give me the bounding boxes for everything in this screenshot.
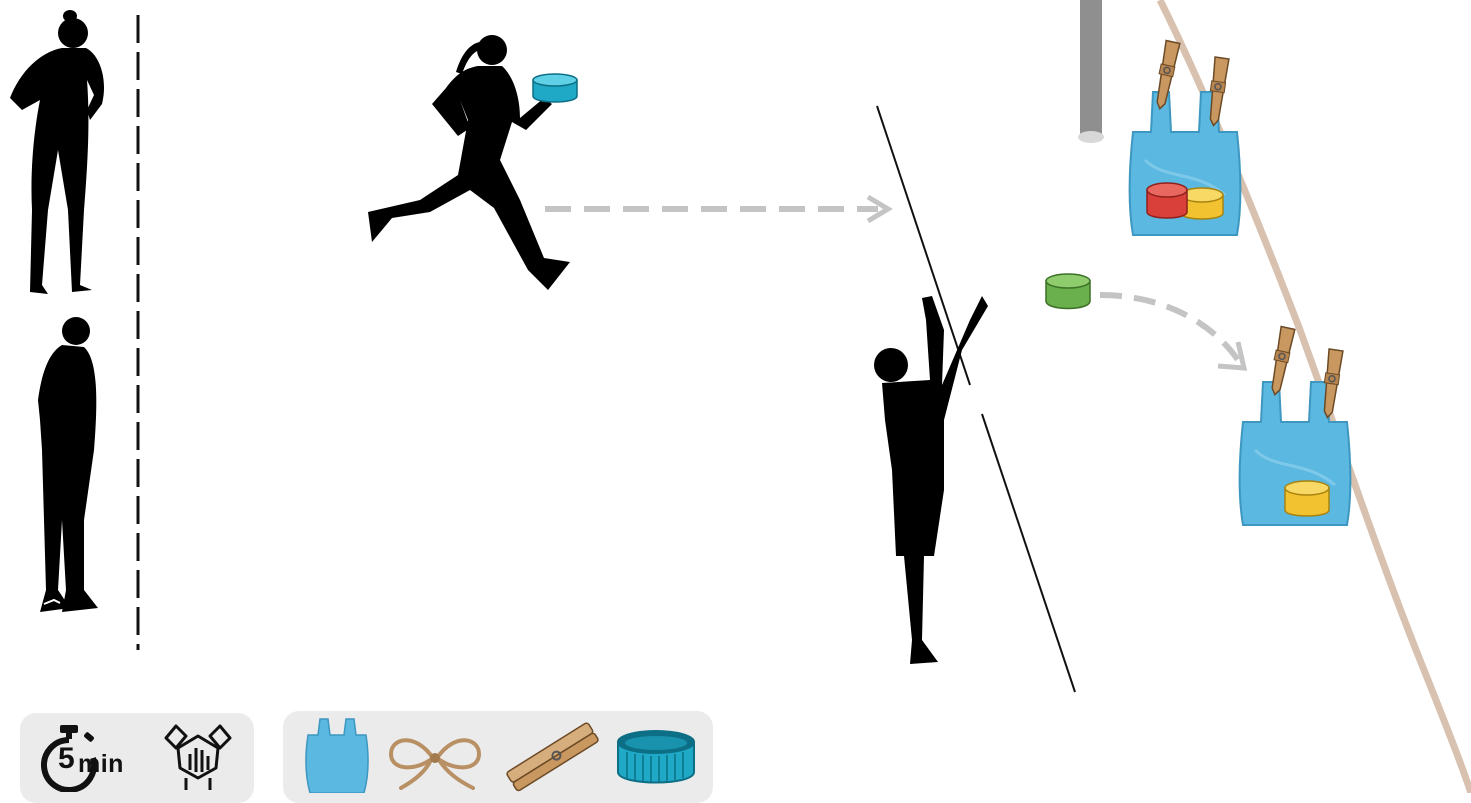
duration-unit: min <box>78 750 124 779</box>
hanging-bag-upper <box>1130 92 1241 235</box>
duration-value: 5 <box>58 742 75 776</box>
green-bottle-cap-thrown <box>1046 274 1090 309</box>
string-icon <box>385 722 485 792</box>
throw-line-lower <box>982 414 1075 692</box>
run-direction-arrow <box>545 197 888 221</box>
pole <box>1078 0 1104 143</box>
throw-line-upper <box>877 106 970 385</box>
running-woman-silhouette <box>368 35 570 290</box>
bottle-cap-icon <box>615 728 697 788</box>
throwing-man-silhouette <box>874 296 988 664</box>
teamwork-hands-icon <box>158 718 238 793</box>
teal-bottle-cap-held <box>533 74 577 102</box>
standing-man-silhouette <box>38 317 98 612</box>
plastic-bag-icon <box>302 715 372 793</box>
standing-woman-silhouette <box>10 10 104 294</box>
clothespin-icon <box>500 720 604 792</box>
throw-trajectory-arrow <box>1100 295 1244 368</box>
